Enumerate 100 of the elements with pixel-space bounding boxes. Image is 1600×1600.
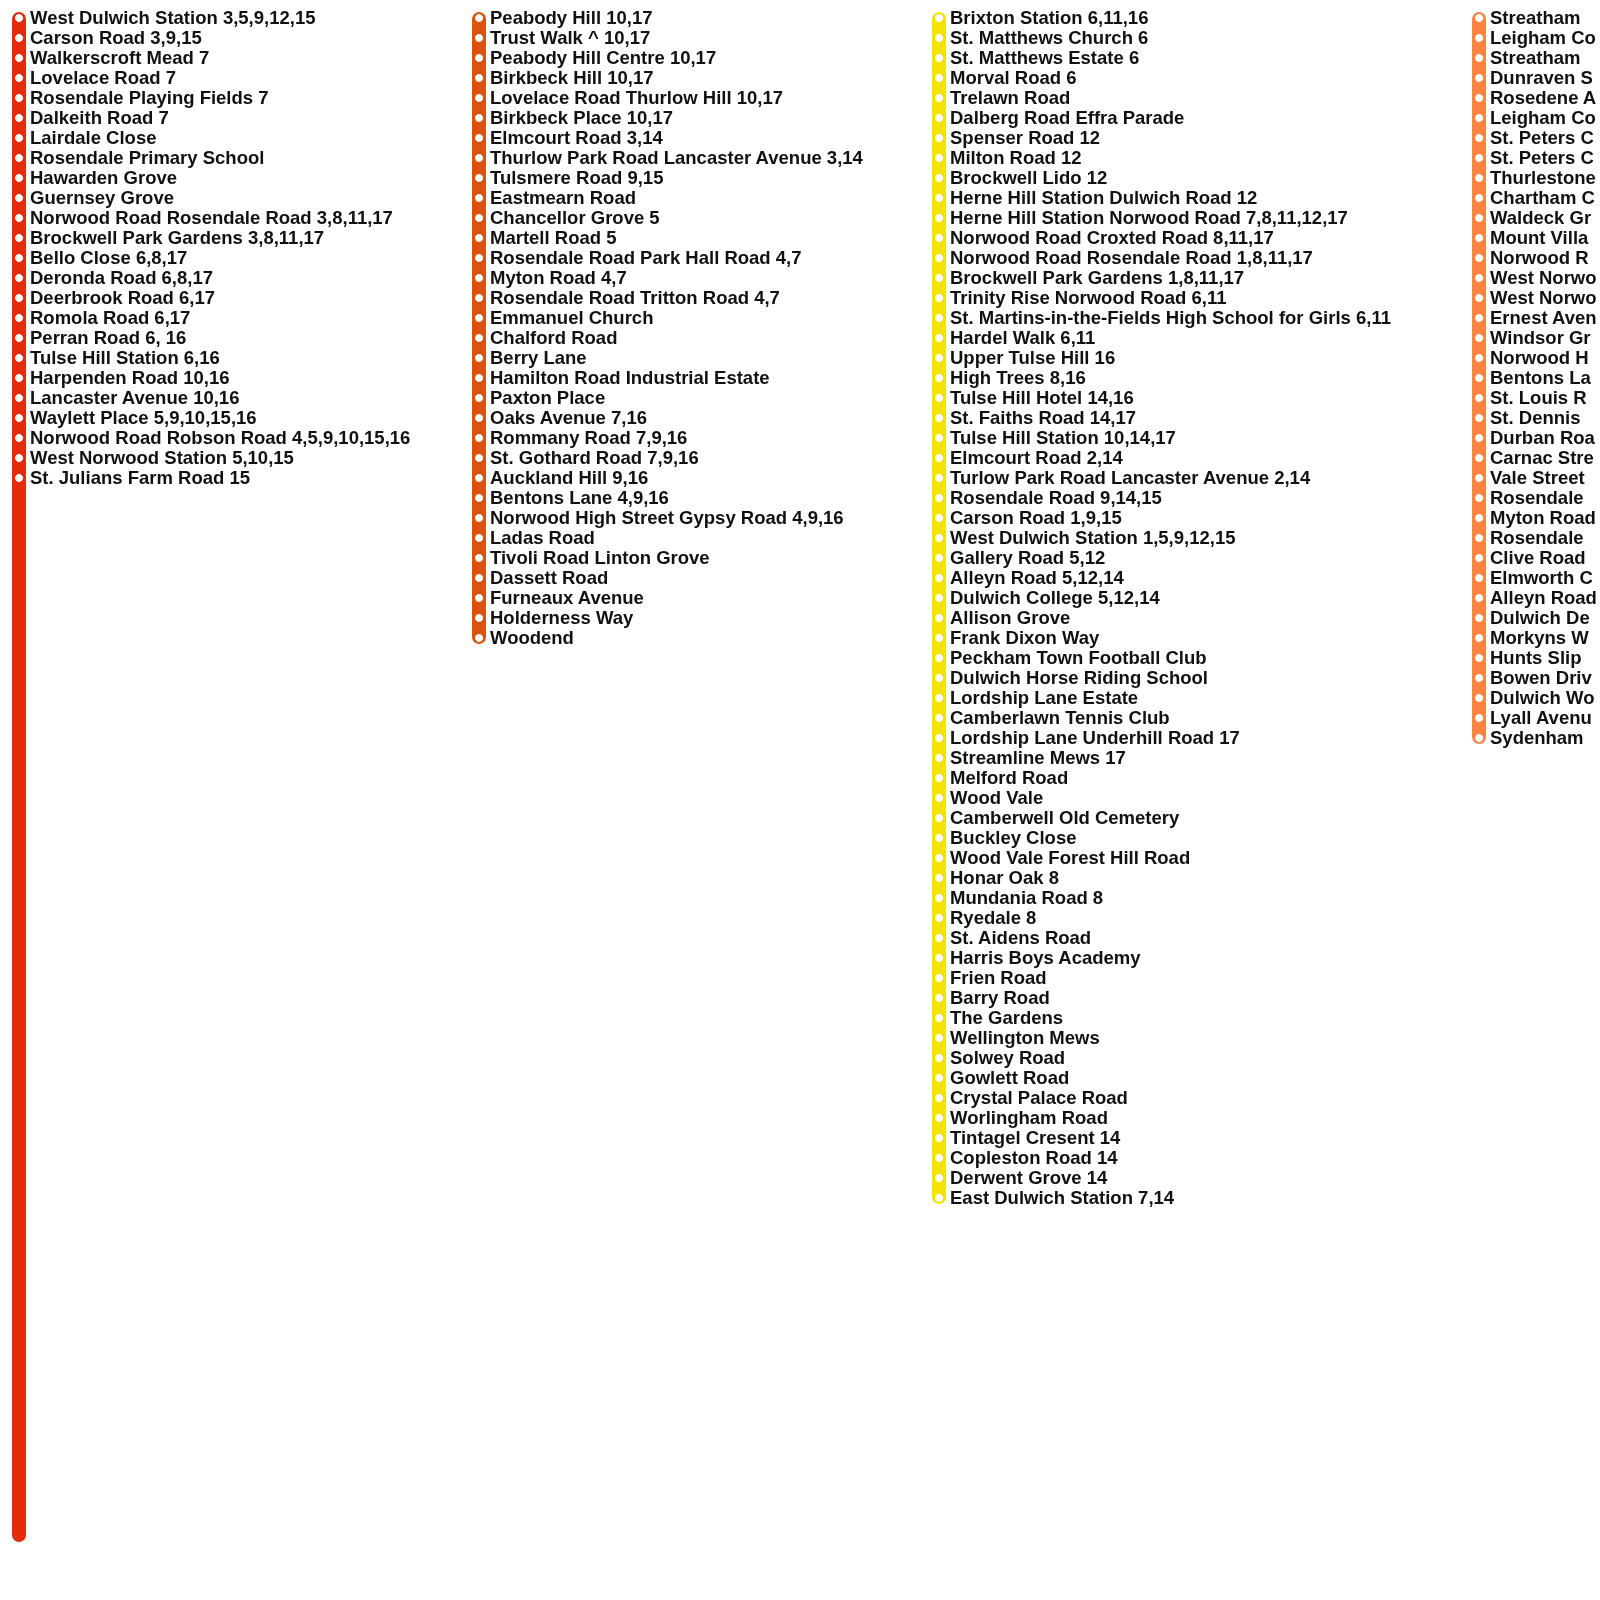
route-segment bbox=[932, 204, 946, 212]
stop-name: St. Peters C bbox=[1490, 132, 1594, 144]
route-segment bbox=[932, 504, 946, 512]
route-segment bbox=[1472, 284, 1486, 292]
stop-name: Norwood R bbox=[1490, 252, 1589, 264]
route-segment bbox=[932, 604, 946, 612]
stop-name: The Gardens bbox=[950, 1012, 1064, 1024]
stop-name: Melford Road bbox=[950, 772, 1069, 784]
route-segment bbox=[932, 44, 946, 52]
stop-name: Dulwich De bbox=[1490, 612, 1590, 624]
route-segment bbox=[932, 344, 946, 352]
stop-name: Elmworth C bbox=[1490, 572, 1593, 584]
route-segment bbox=[932, 744, 946, 752]
route-segment bbox=[472, 604, 486, 612]
stop-name: Ladas Road bbox=[490, 532, 595, 544]
route-segment bbox=[472, 544, 486, 552]
route-segment bbox=[1472, 44, 1486, 52]
stop-name: St. Matthews Church 6 bbox=[950, 32, 1149, 44]
stop-name: Woodend bbox=[490, 632, 574, 644]
route-segment bbox=[932, 544, 946, 552]
route-segment bbox=[1472, 524, 1486, 532]
route-segment bbox=[1472, 304, 1486, 312]
route-segment bbox=[1472, 504, 1486, 512]
stop-name: Furneaux Avenue bbox=[490, 592, 644, 604]
route-segment bbox=[1472, 724, 1486, 732]
route-segment bbox=[932, 524, 946, 532]
route-segment bbox=[932, 124, 946, 132]
route-segment bbox=[932, 964, 946, 972]
route-segment bbox=[1472, 184, 1486, 192]
stop-name: Windsor Gr bbox=[1490, 332, 1591, 344]
route-segment bbox=[12, 404, 26, 412]
route-segment bbox=[932, 1004, 946, 1012]
stop-name: Hawarden Grove bbox=[30, 172, 178, 184]
route-segment bbox=[932, 944, 946, 952]
route-segment bbox=[12, 24, 26, 32]
route-segment bbox=[932, 764, 946, 772]
route-segment bbox=[12, 364, 26, 372]
route-segment bbox=[932, 384, 946, 392]
stop-name: St. Matthews Estate 6 bbox=[950, 52, 1140, 64]
stop-name: Streamline Mews 17 bbox=[950, 752, 1126, 764]
stop-name: Waldeck Gr bbox=[1490, 212, 1592, 224]
route-segment bbox=[12, 444, 26, 452]
stop-name: Derwent Grove 14 bbox=[950, 1172, 1108, 1184]
route-segment bbox=[12, 44, 26, 52]
route-segment bbox=[472, 524, 486, 532]
route-segment bbox=[472, 464, 486, 472]
stop-name: Martell Road 5 bbox=[490, 232, 617, 244]
stop-name: St. Peters C bbox=[1490, 152, 1594, 164]
route-segment bbox=[1472, 344, 1486, 352]
stop-name: Rosendale bbox=[1490, 532, 1584, 544]
stop-name: Rosendale bbox=[1490, 492, 1584, 504]
route-segment bbox=[932, 244, 946, 252]
route-segment bbox=[932, 144, 946, 152]
route-segment bbox=[1472, 544, 1486, 552]
route-segment bbox=[932, 1044, 946, 1052]
route-segment bbox=[472, 484, 486, 492]
route-segment bbox=[932, 924, 946, 932]
stop-name: Gowlett Road bbox=[950, 1072, 1070, 1084]
route-segment bbox=[1472, 684, 1486, 692]
stop-name: St. Aidens Road bbox=[950, 932, 1092, 944]
route-segment bbox=[12, 64, 26, 72]
route-segment bbox=[932, 304, 946, 312]
route-segment bbox=[1472, 364, 1486, 372]
route-segment bbox=[1472, 464, 1486, 472]
route-segment bbox=[932, 84, 946, 92]
route-segment bbox=[472, 304, 486, 312]
route-segment bbox=[472, 84, 486, 92]
route-segment bbox=[932, 884, 946, 892]
stop-name: Thurlestone bbox=[1490, 172, 1596, 184]
route-segment bbox=[12, 324, 26, 332]
route-segment bbox=[932, 264, 946, 272]
route-segment bbox=[1472, 604, 1486, 612]
route-segment bbox=[472, 364, 486, 372]
route-segment bbox=[472, 504, 486, 512]
route-segment bbox=[472, 324, 486, 332]
stop-name: Trelawn Road bbox=[950, 92, 1071, 104]
stop-name: Dunraven S bbox=[1490, 72, 1593, 84]
route-segment bbox=[472, 44, 486, 52]
route-segment bbox=[1472, 104, 1486, 112]
route-segment bbox=[472, 124, 486, 132]
stop-name: Durban Roa bbox=[1490, 432, 1595, 444]
route-segment bbox=[932, 724, 946, 732]
route-segment bbox=[932, 364, 946, 372]
route-segment bbox=[472, 204, 486, 212]
stop-name: Chalford Road bbox=[490, 332, 618, 344]
stop-name: St. Dennis bbox=[1490, 412, 1581, 424]
stop-name: Hamilton Road Industrial Estate bbox=[490, 372, 770, 384]
route-segment bbox=[1472, 144, 1486, 152]
route-segment bbox=[472, 444, 486, 452]
stop-name: Ernest Aven bbox=[1490, 312, 1597, 324]
stop-name: Streatham bbox=[1490, 52, 1581, 64]
route-segment bbox=[932, 784, 946, 792]
stop-name: St. Louis R bbox=[1490, 392, 1587, 404]
route-segment bbox=[932, 824, 946, 832]
route-segment bbox=[932, 844, 946, 852]
stop-name: Herne Hill Station Dulwich Road 12 bbox=[950, 192, 1258, 204]
route-segment bbox=[12, 184, 26, 192]
route-segment bbox=[1472, 404, 1486, 412]
stop-name: Bentons La bbox=[1490, 372, 1591, 384]
route-segment bbox=[12, 244, 26, 252]
